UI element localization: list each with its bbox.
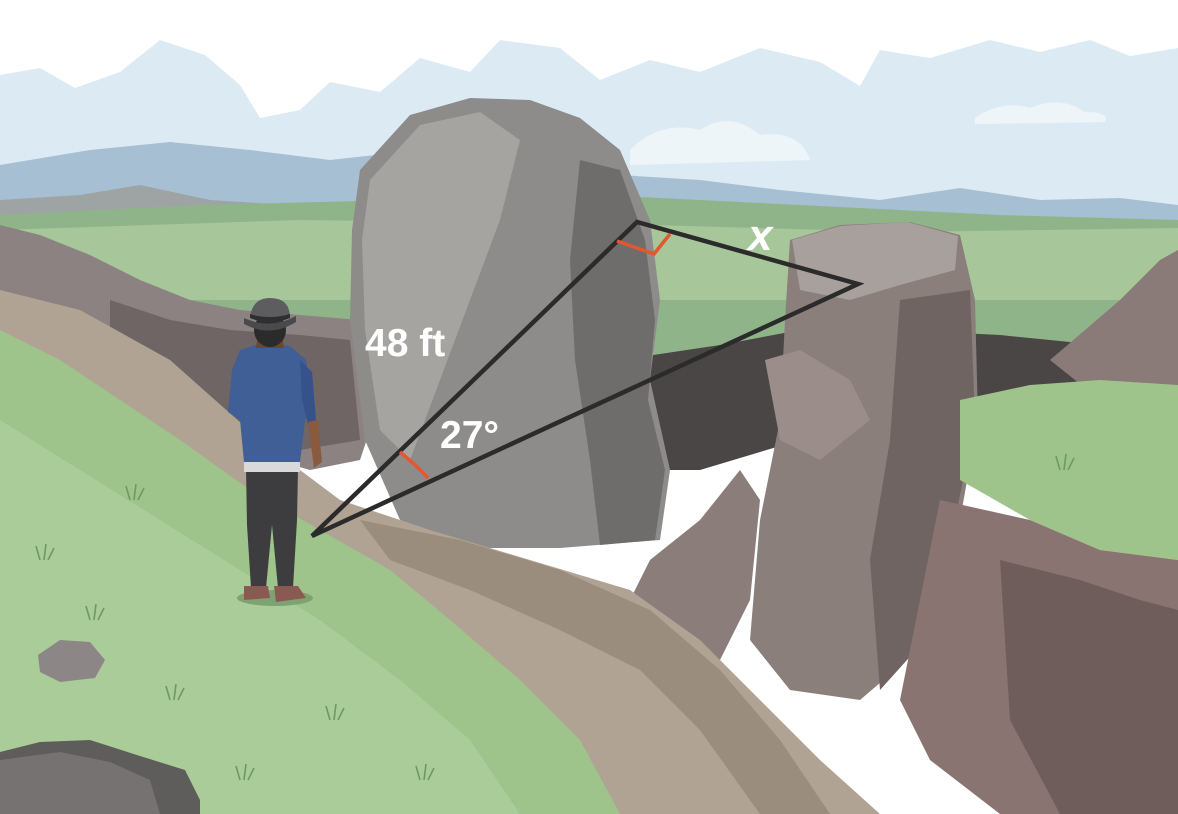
cloud bbox=[975, 102, 1106, 124]
cloud bbox=[630, 121, 810, 165]
grass-tufts bbox=[35, 453, 1075, 781]
small-rock bbox=[38, 640, 105, 682]
path-shadow bbox=[360, 520, 830, 814]
person-hand bbox=[308, 420, 322, 468]
right-far-cliff bbox=[1050, 250, 1178, 392]
pillar-top bbox=[792, 222, 958, 300]
right-angle-marker bbox=[616, 232, 672, 257]
right-lower-cliff-shade bbox=[1000, 560, 1178, 814]
person-legs bbox=[246, 468, 298, 588]
person bbox=[228, 298, 322, 606]
triangle-outline bbox=[310, 219, 865, 539]
pillar-shade bbox=[870, 290, 975, 690]
foreground-rock-face bbox=[0, 752, 160, 814]
angle-label: 27° bbox=[440, 414, 499, 457]
person-arm bbox=[300, 360, 316, 424]
person-shoes bbox=[244, 586, 306, 602]
hypotenuse-label: 48 ft bbox=[365, 322, 445, 365]
right-triangle: 48 ft 27° x bbox=[310, 211, 865, 539]
foreground-grass-light bbox=[0, 420, 520, 814]
boulder-shadow bbox=[570, 160, 665, 545]
person-torso bbox=[228, 343, 312, 462]
person-hat-band bbox=[250, 314, 290, 322]
unknown-side-label: x bbox=[746, 211, 774, 260]
angle-arc-marker bbox=[398, 450, 430, 480]
person-hat-crown bbox=[250, 298, 290, 322]
boulder-highlight bbox=[362, 112, 520, 460]
trench-rock bbox=[765, 350, 870, 460]
person-hat-brim bbox=[244, 316, 296, 331]
right-grass-ledge bbox=[960, 380, 1178, 560]
